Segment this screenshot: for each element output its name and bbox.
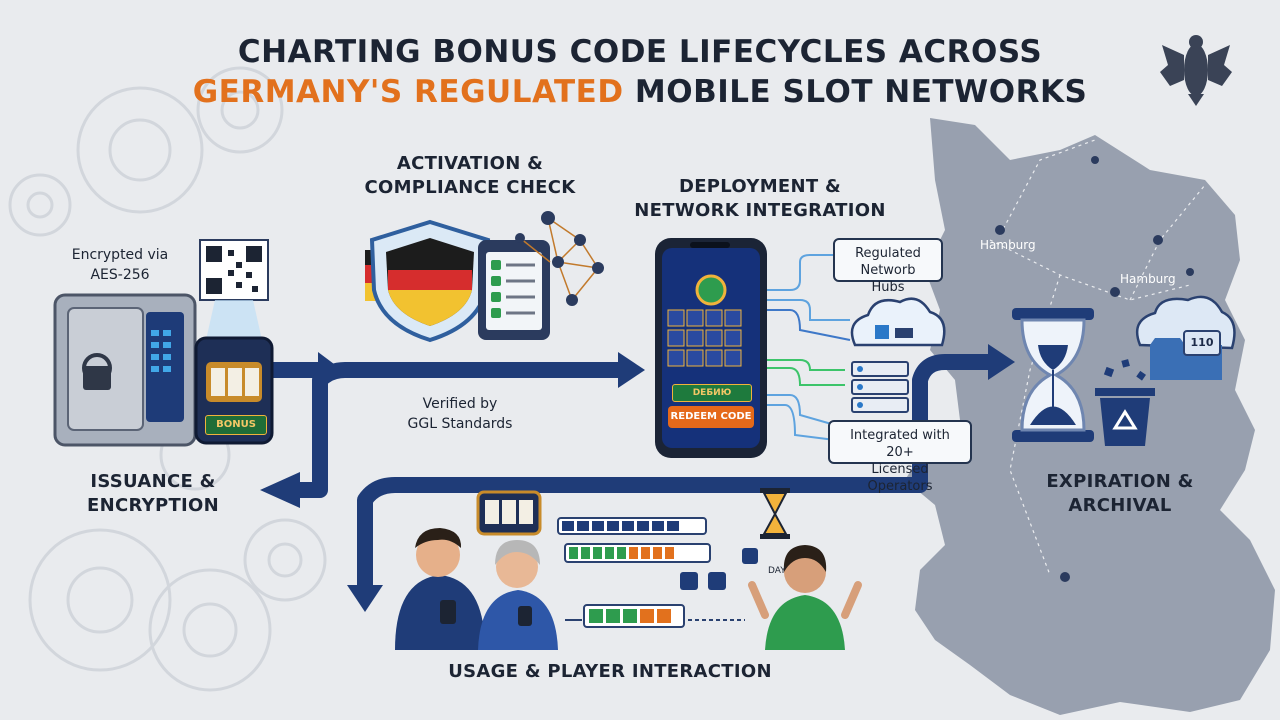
flow-arrow-deployment-to-expiration bbox=[357, 354, 990, 590]
safe-icon bbox=[53, 293, 197, 447]
note-verified: Verified by GGL Standards bbox=[407, 396, 513, 432]
stage-label-issuance: ISSUANCE & ENCRYPTION bbox=[86, 471, 219, 516]
german-eagle-icon bbox=[1160, 35, 1232, 106]
cloud-server-icon bbox=[850, 297, 946, 347]
gear-icon bbox=[8, 66, 327, 692]
confetti-text: DAY bbox=[768, 566, 786, 576]
map-city-label: Hamburg bbox=[1120, 272, 1176, 286]
progress-bar-icon bbox=[557, 517, 745, 628]
person-icon bbox=[748, 545, 862, 650]
hourglass-icon bbox=[760, 488, 790, 539]
title-rest: MOBILE SLOT NETWORKS bbox=[623, 74, 1088, 110]
stage-label-deployment: DEPLOYMENT & NETWORK INTEGRATION bbox=[634, 176, 886, 221]
person-icon bbox=[478, 540, 558, 650]
stage-label-activation: ACTIVATION & COMPLIANCE CHECK bbox=[364, 153, 576, 198]
note-encrypted: Encrypted via AES-256 bbox=[71, 247, 169, 283]
recycle-bin-icon bbox=[1095, 359, 1155, 446]
page-subtitle: GERMANY'S REGULATED MOBILE SLOT NETWORKS bbox=[0, 74, 1280, 110]
qr-code-icon bbox=[199, 239, 269, 301]
stage-label-usage: USAGE & PLAYER INTERACTION bbox=[448, 661, 772, 682]
page-title: CHARTING BONUS CODE LIFECYCLES ACROSS bbox=[237, 34, 1043, 70]
server-rack-icon bbox=[851, 361, 909, 413]
phone-small-button: DEБИЮ bbox=[672, 384, 752, 402]
person-icon bbox=[395, 528, 485, 650]
tablet-checklist-icon bbox=[478, 240, 550, 340]
archive-tag: 110 bbox=[1183, 330, 1221, 356]
stage-label-expiration: EXPIRATION & ARCHIVAL bbox=[1046, 471, 1194, 516]
title-highlight: GERMANY'S REGULATED bbox=[192, 74, 624, 110]
slot-machine-icon bbox=[476, 490, 542, 536]
callout-network-hubs: Regulated Networb Hubs bbox=[833, 238, 943, 295]
shield-icon bbox=[365, 219, 491, 343]
hourglass-icon bbox=[1012, 308, 1094, 442]
bonus-chip: BONUS bbox=[205, 415, 267, 435]
callout-operators: Integrated with 20+ Licensed Operators bbox=[828, 420, 972, 494]
map-city-label: Hamburg bbox=[980, 238, 1036, 252]
redeem-code-button: REDEEM CODE bbox=[668, 406, 754, 428]
germany-map bbox=[905, 118, 1275, 715]
